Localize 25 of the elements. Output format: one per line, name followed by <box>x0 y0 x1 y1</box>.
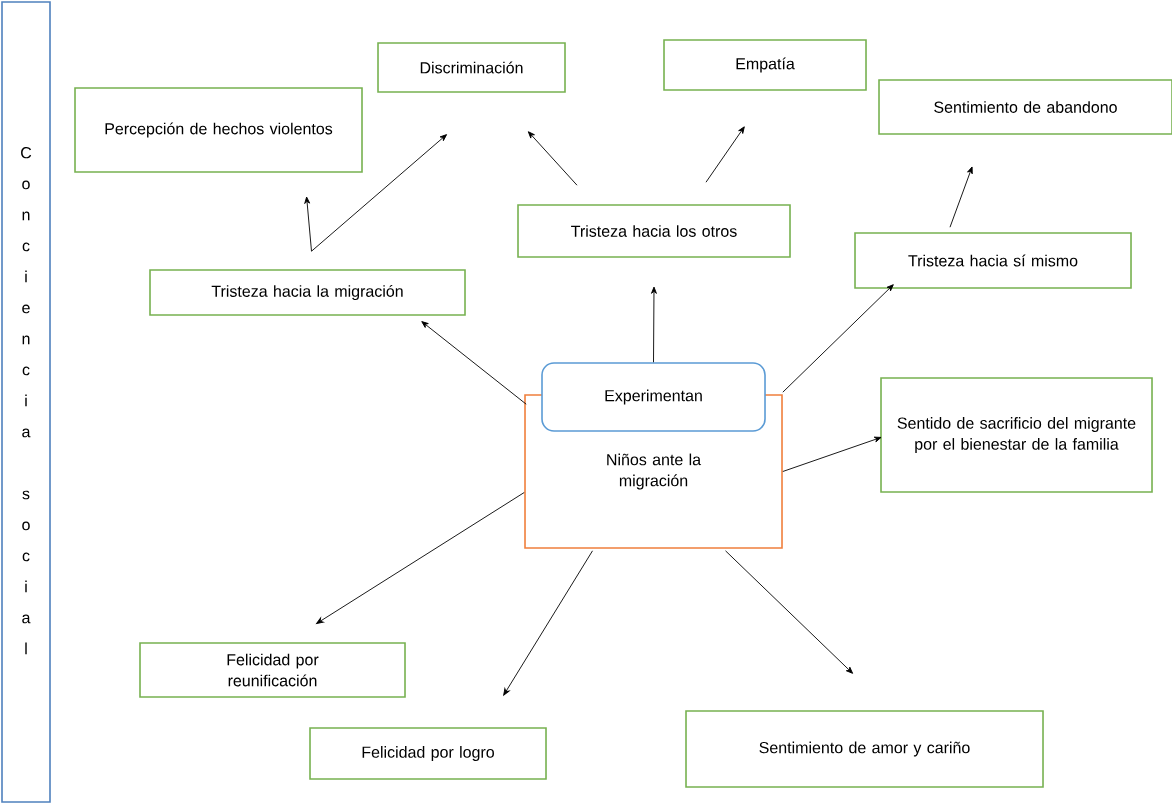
arrow <box>527 131 578 186</box>
arrow <box>782 284 894 393</box>
arrow <box>725 550 854 674</box>
arrow <box>705 126 745 183</box>
emotion-box: Sentimiento de abandono <box>878 79 1172 135</box>
vertical-label-box: Conciencia social <box>1 1 51 803</box>
emotion-box: Tristeza hacia la migración <box>149 269 466 316</box>
emotion-box: Empatía <box>663 39 867 91</box>
emotion-box: Sentimiento de amor y cariño <box>685 710 1044 788</box>
emotion-box: Tristeza hacia los otros <box>517 204 791 258</box>
rounded-box: Experimentan <box>541 362 766 432</box>
arrow <box>316 492 525 624</box>
emotion-box: Sentido de sacrificio del migrante por el bienestar de la familia <box>880 377 1153 493</box>
arrow <box>949 166 973 228</box>
arrow <box>782 436 882 472</box>
emotion-box: Tristeza hacia sí mismo <box>854 232 1132 289</box>
emotion-box: Percepción de hechos violentos <box>74 87 363 173</box>
arrow <box>503 550 593 696</box>
emotion-box: Felicidad por reunificación <box>139 642 406 698</box>
emotion-box: Felicidad por logro <box>309 727 547 780</box>
arrow <box>311 134 447 252</box>
emotion-box: Discriminación <box>377 42 566 93</box>
arrow <box>651 286 657 363</box>
arrow <box>421 321 527 405</box>
arrow <box>304 196 312 252</box>
